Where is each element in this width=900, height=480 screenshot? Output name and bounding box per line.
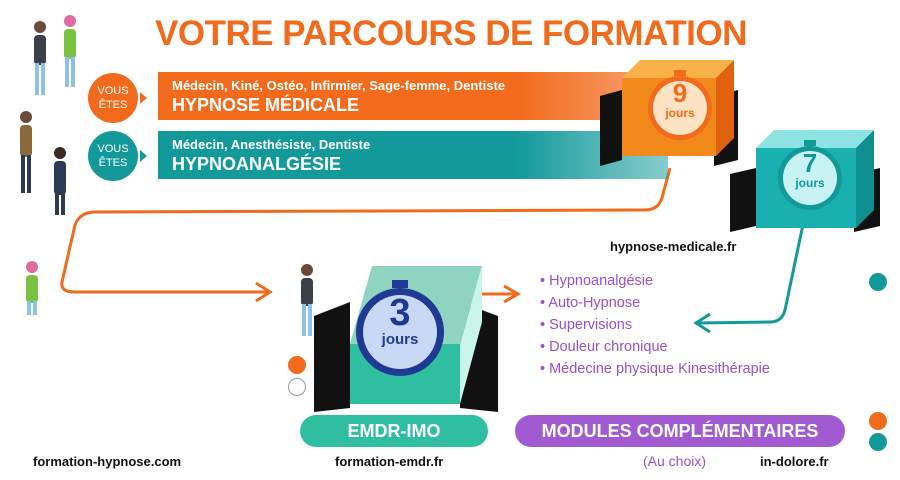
person-icon (54, 147, 66, 215)
orange-arrow-modules (478, 284, 522, 304)
list-item: • Douleur chronique (540, 339, 668, 355)
person-icon (34, 21, 46, 95)
track-audience: Médecin, Kiné, Ostéo, Infirmier, Sage-fe… (172, 78, 506, 93)
person-icon (20, 111, 32, 193)
nav-dot[interactable] (288, 378, 306, 396)
person-icon (26, 261, 38, 315)
orange-arrowhead (255, 281, 273, 303)
orange-path (60, 167, 672, 294)
page-title: VOTRE PARCOURS DE FORMATION (155, 14, 747, 53)
list-item: • Médecine physique Kinesithérapie (540, 361, 770, 377)
list-item: • Hypnoanalgésie (540, 273, 654, 289)
in-dolore-link[interactable]: in-dolore.fr (760, 454, 829, 469)
duration-box-9-jours (600, 60, 738, 166)
modules-list: • Hypnoanalgésie • Auto-Hypnose • Superv… (540, 270, 770, 380)
teal-arrowhead (693, 312, 711, 334)
person-icon (64, 15, 76, 87)
nav-dot[interactable] (869, 412, 887, 430)
nav-dot[interactable] (288, 356, 306, 374)
list-item: • Auto-Hypnose (540, 295, 641, 311)
duration-box-3-jours (314, 266, 498, 412)
nav-dot[interactable] (869, 433, 887, 451)
emdr-imo-button[interactable]: EMDR-IMO (300, 415, 488, 447)
hypnose-medicale-link[interactable]: hypnose-medicale.fr (610, 239, 737, 254)
formation-emdr-link[interactable]: formation-emdr.fr (335, 454, 444, 469)
modules-note: (Au choix) (643, 453, 707, 469)
track-hypnoanalgesie[interactable]: Médecin, Anesthésiste, Dentiste HYPNOANA… (158, 131, 668, 179)
person-icon (301, 264, 313, 336)
list-item: • Supervisions (540, 317, 633, 333)
track-name: HYPNOANALGÉSIE (172, 154, 342, 174)
people-illustrations (20, 15, 76, 315)
teal-path (696, 214, 807, 325)
track-name: HYPNOSE MÉDICALE (172, 95, 360, 115)
track-audience: Médecin, Anesthésiste, Dentiste (172, 137, 371, 152)
track-hypnose-medicale[interactable]: Médecin, Kiné, Ostéo, Infirmier, Sage-fe… (158, 72, 668, 120)
formation-hypnose-link[interactable]: formation-hypnose.com (33, 454, 182, 469)
modules-complementaires-button[interactable]: MODULES COMPLÉMENTAIRES (515, 415, 845, 447)
nav-dot[interactable] (869, 273, 887, 291)
duration-box-7-jours (730, 130, 880, 232)
